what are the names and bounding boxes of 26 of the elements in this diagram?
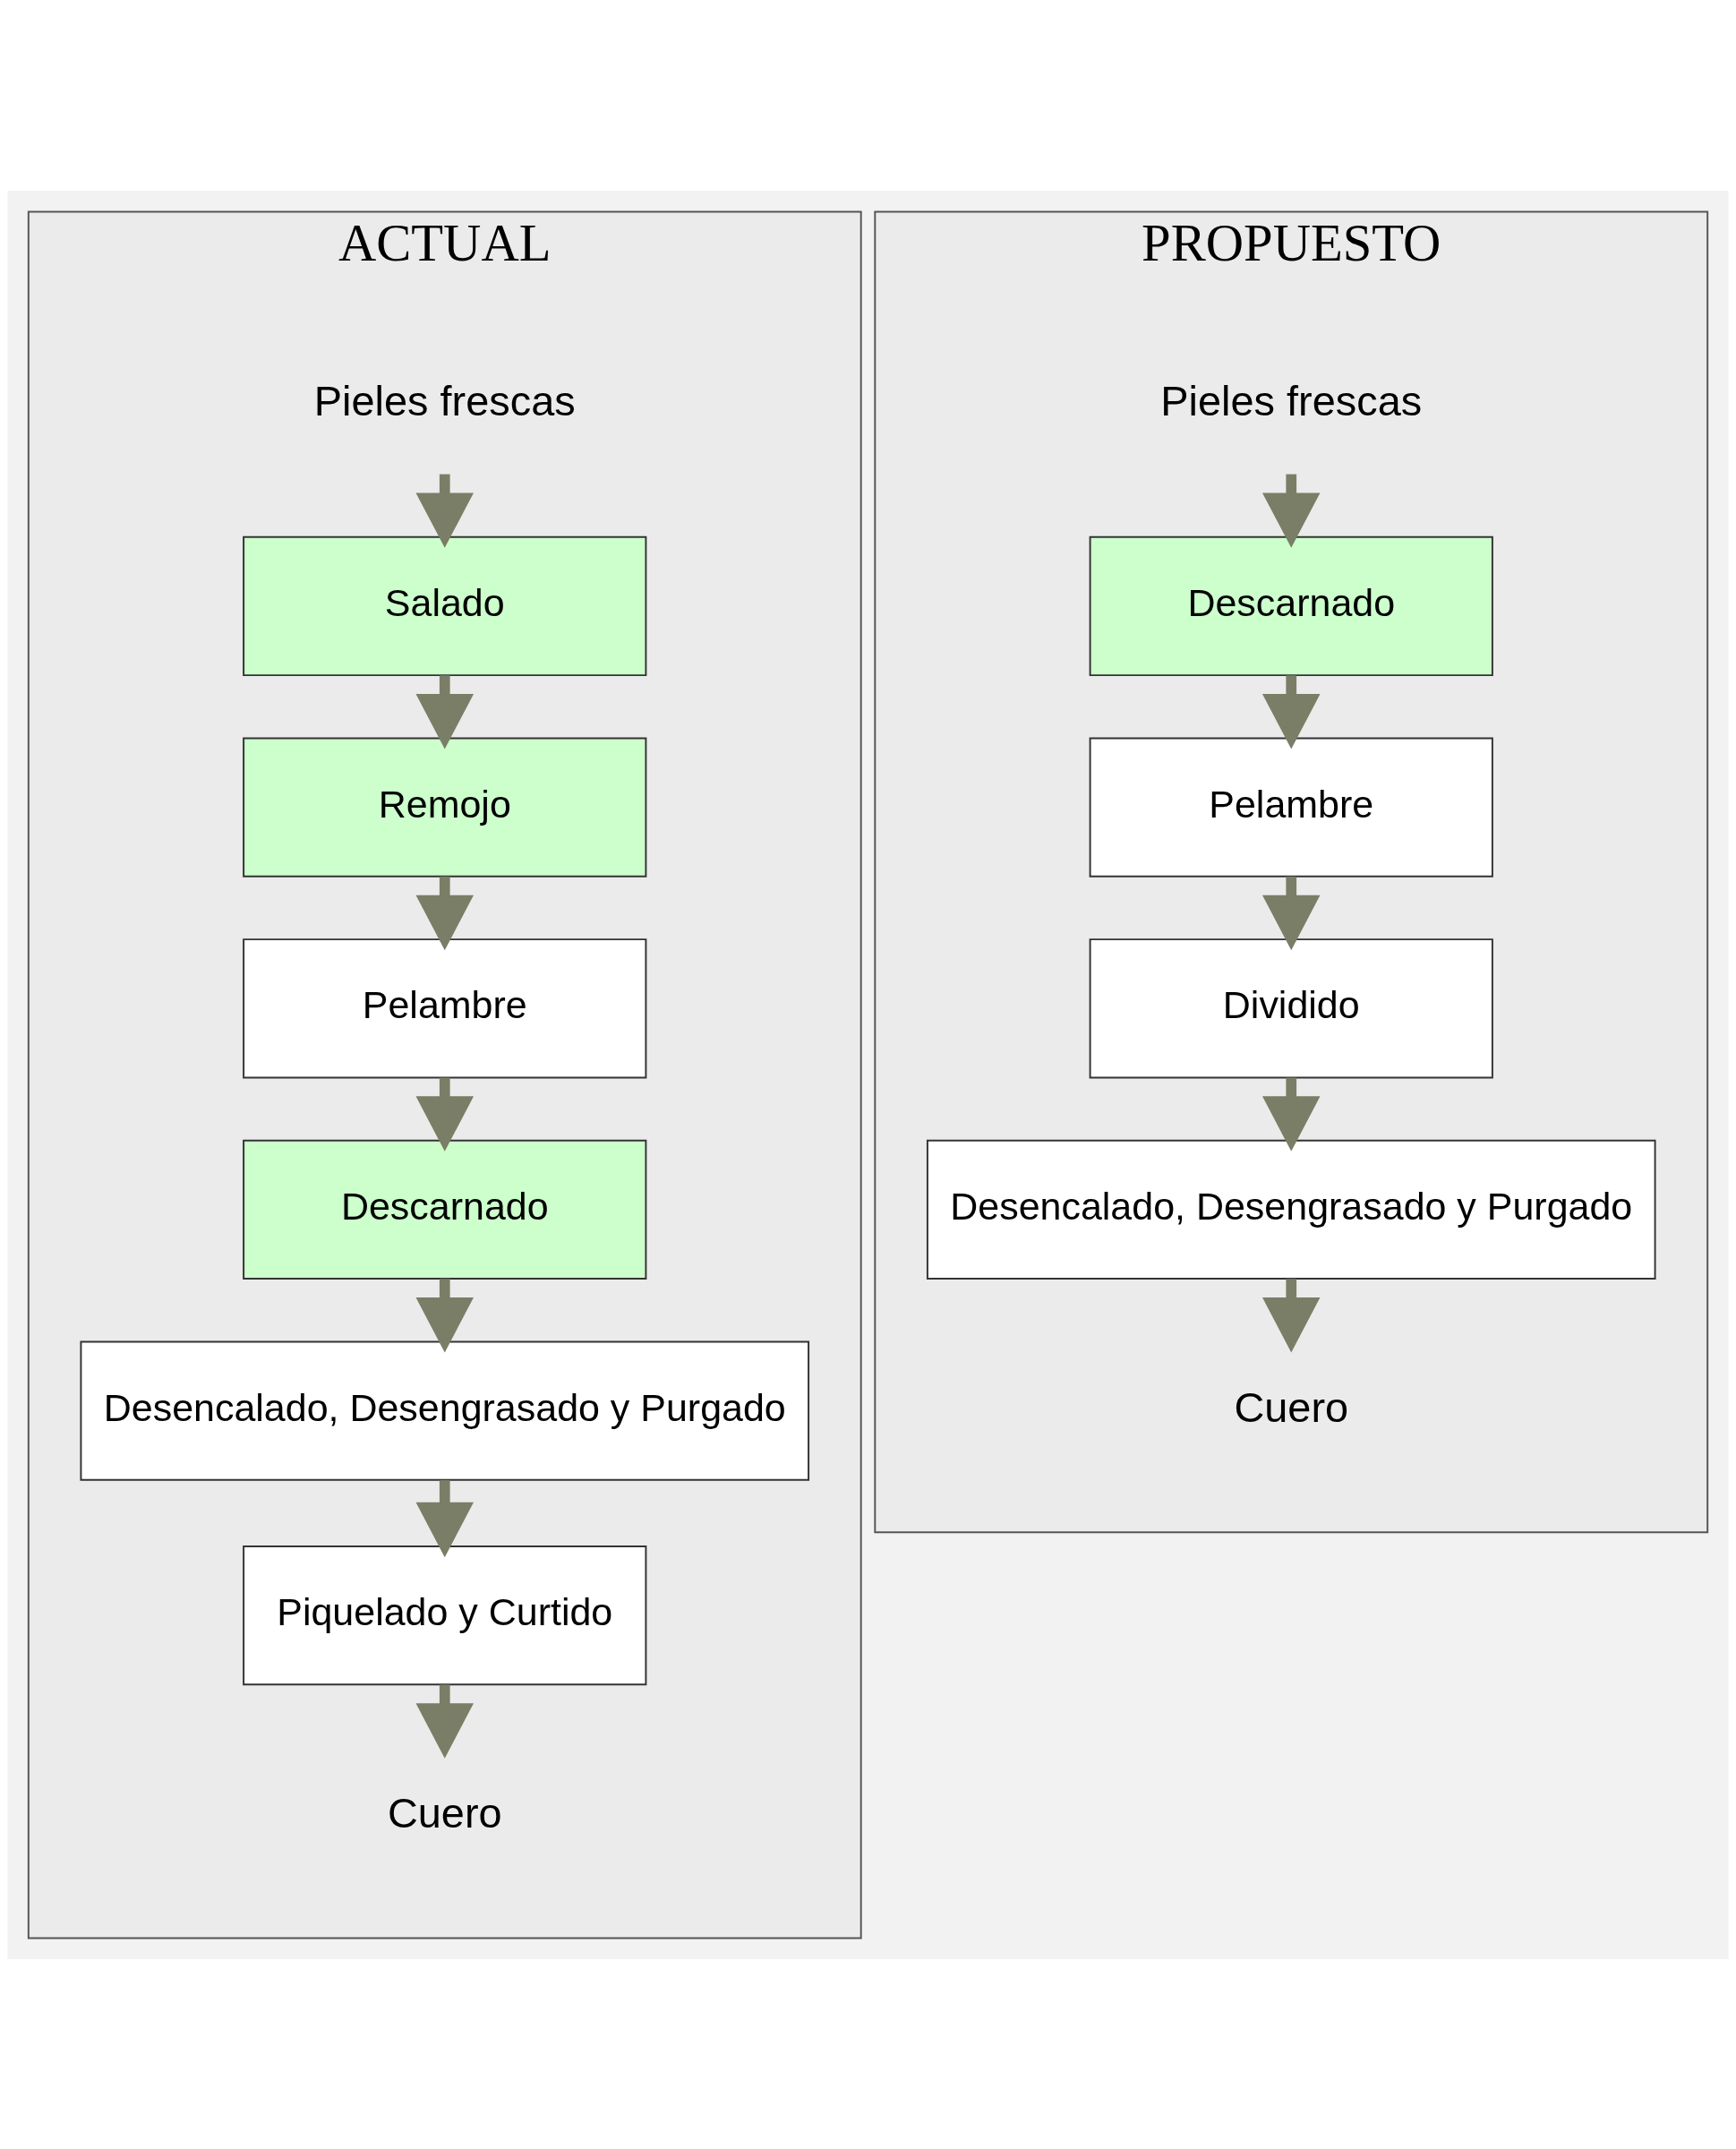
arrow xyxy=(415,1479,474,1557)
node-box: Pelambre xyxy=(243,938,647,1078)
node-box: Dividido xyxy=(1089,938,1493,1078)
arrow xyxy=(415,1278,474,1352)
node-box: Desencalado, Desengrasado y Purgado xyxy=(926,1139,1656,1280)
node-text: Cuero xyxy=(1234,1383,1349,1431)
arrow xyxy=(1262,474,1321,548)
node-box: Pelambre xyxy=(1089,736,1493,878)
arrow xyxy=(415,1683,474,1759)
node-box: Descarnado xyxy=(243,1139,647,1280)
node-box: Descarnado xyxy=(1089,535,1493,676)
arrow xyxy=(415,674,474,749)
node-text: Pieles frescas xyxy=(1160,377,1423,424)
arrow xyxy=(1262,1278,1321,1352)
node-box: Remojo xyxy=(243,736,647,878)
arrow xyxy=(415,1077,474,1152)
arrow xyxy=(1262,1077,1321,1152)
arrow xyxy=(1262,876,1321,950)
arrow xyxy=(1262,674,1321,749)
node-box: Piquelado y Curtido xyxy=(243,1545,647,1685)
node-box: Desencalado, Desengrasado y Purgado xyxy=(80,1340,810,1481)
node-box: Salado xyxy=(243,535,647,676)
node-text: Cuero xyxy=(387,1789,502,1836)
node-text: Pieles frescas xyxy=(313,377,576,424)
arrow xyxy=(415,474,474,548)
arrow xyxy=(415,876,474,950)
